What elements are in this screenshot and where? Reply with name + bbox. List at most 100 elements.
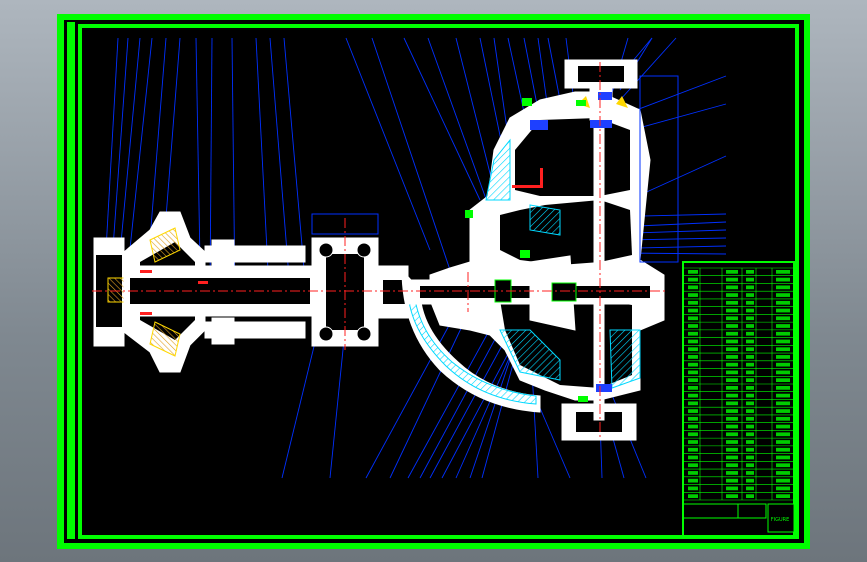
leader-line (547, 37, 561, 101)
leader-line (539, 407, 571, 479)
leader-line (441, 349, 511, 479)
parts-table-entry (688, 401, 698, 406)
parts-table-entry (776, 300, 790, 305)
parts-table-entry (726, 270, 738, 274)
parts-table-entry (688, 370, 698, 375)
leader-line (537, 37, 549, 111)
parts-table-entry (726, 401, 738, 406)
centerlines (92, 62, 668, 440)
parts-table-entry (688, 285, 698, 290)
parts-table-entry (746, 339, 754, 344)
parts-table-entry (688, 393, 698, 398)
parts-table-entry (746, 270, 754, 274)
parts-table-entry (726, 486, 738, 491)
title-block: FIGURE (682, 261, 795, 537)
parts-table-entry (688, 432, 698, 437)
housing-hatch-lower (499, 329, 561, 381)
parts-table-entry (746, 378, 754, 382)
left-margin-strip (67, 22, 75, 539)
parts-table-entry (746, 416, 754, 421)
parts-table-entry (776, 424, 790, 429)
parts-table-entry (746, 308, 754, 313)
leader-line (619, 37, 677, 101)
parts-table-entry (746, 300, 754, 305)
parts-table-entry (746, 277, 754, 282)
parts-table-entry (726, 347, 738, 352)
parts-table-entry (726, 424, 738, 429)
parts-table-entry (688, 463, 698, 468)
parts-table-entry (776, 416, 790, 421)
parts-table-entry (726, 362, 738, 367)
parts-table-entry (746, 355, 754, 359)
parts-table-entry (746, 386, 754, 390)
parts-table-entry (776, 285, 790, 290)
parts-table-entry (726, 355, 738, 359)
leader-line (407, 319, 496, 479)
leader-line (164, 37, 181, 231)
parts-table-entry (688, 316, 698, 321)
parts-table-entry (776, 331, 790, 336)
parts-table-entry (726, 440, 738, 444)
parts-table-entry (726, 308, 738, 313)
parts-table-entry (688, 424, 698, 429)
parts-table-entry (746, 362, 754, 367)
parts-table-entry (746, 347, 754, 352)
parts-table-entry (688, 386, 698, 390)
parts-table-entry (726, 300, 738, 305)
leader-line (255, 37, 269, 271)
parts-table-entry (688, 471, 698, 475)
red-detail-marks (140, 168, 543, 315)
parts-table-entry (776, 409, 790, 413)
parts-table-entry (726, 316, 738, 321)
parts-table-entry (726, 471, 738, 475)
parts-table-entry (746, 293, 754, 297)
parts-table-entry (746, 316, 754, 321)
parts-table-entry (746, 471, 754, 475)
parts-table-entry (726, 331, 738, 336)
dimension-frame (311, 213, 379, 235)
parts-table-entry (688, 308, 698, 313)
leader-line (117, 37, 141, 276)
parts-table-entry (726, 494, 738, 498)
leader-line (389, 319, 466, 479)
parts-table-entry (776, 316, 790, 321)
leader-line (403, 37, 481, 201)
parts-table-entry (688, 347, 698, 352)
parts-table-entry (776, 339, 790, 344)
parts-table-entry (688, 324, 698, 328)
parts-table-entry (776, 393, 790, 398)
leader-line (345, 37, 431, 251)
parts-table-entry (776, 471, 790, 475)
parts-table-entry (688, 440, 698, 444)
parts-table-entry (776, 494, 790, 498)
leader-line (127, 37, 153, 269)
parts-table-entry (688, 277, 698, 282)
seal-and-key-markers (465, 92, 628, 402)
parts-table-entry (726, 463, 738, 468)
parts-table-entry (688, 416, 698, 421)
parts-table-entry (688, 331, 698, 336)
housing-hatch-mid (529, 204, 561, 236)
parts-table-entry (776, 308, 790, 313)
parts-table-entry (746, 478, 754, 483)
parts-table-entry (726, 409, 738, 413)
parts-table-entry (746, 440, 754, 444)
leader-line (281, 329, 319, 479)
parts-table-entry (776, 277, 790, 282)
parts-table-entry (776, 486, 790, 491)
parts-table-entry (726, 339, 738, 344)
parts-table-entry (726, 293, 738, 297)
leader-line (429, 339, 506, 479)
title-cell (737, 503, 767, 519)
leader-line (149, 37, 167, 241)
parts-table-entry (746, 463, 754, 468)
parts-table-entry (688, 486, 698, 491)
parts-table-entry (726, 393, 738, 398)
parts-table-entry (776, 455, 790, 460)
parts-table-entry (746, 494, 754, 498)
parts-table-entry (776, 362, 790, 367)
leader-line (455, 344, 516, 479)
parts-table-entry (746, 486, 754, 491)
parts-table-entry (688, 362, 698, 367)
